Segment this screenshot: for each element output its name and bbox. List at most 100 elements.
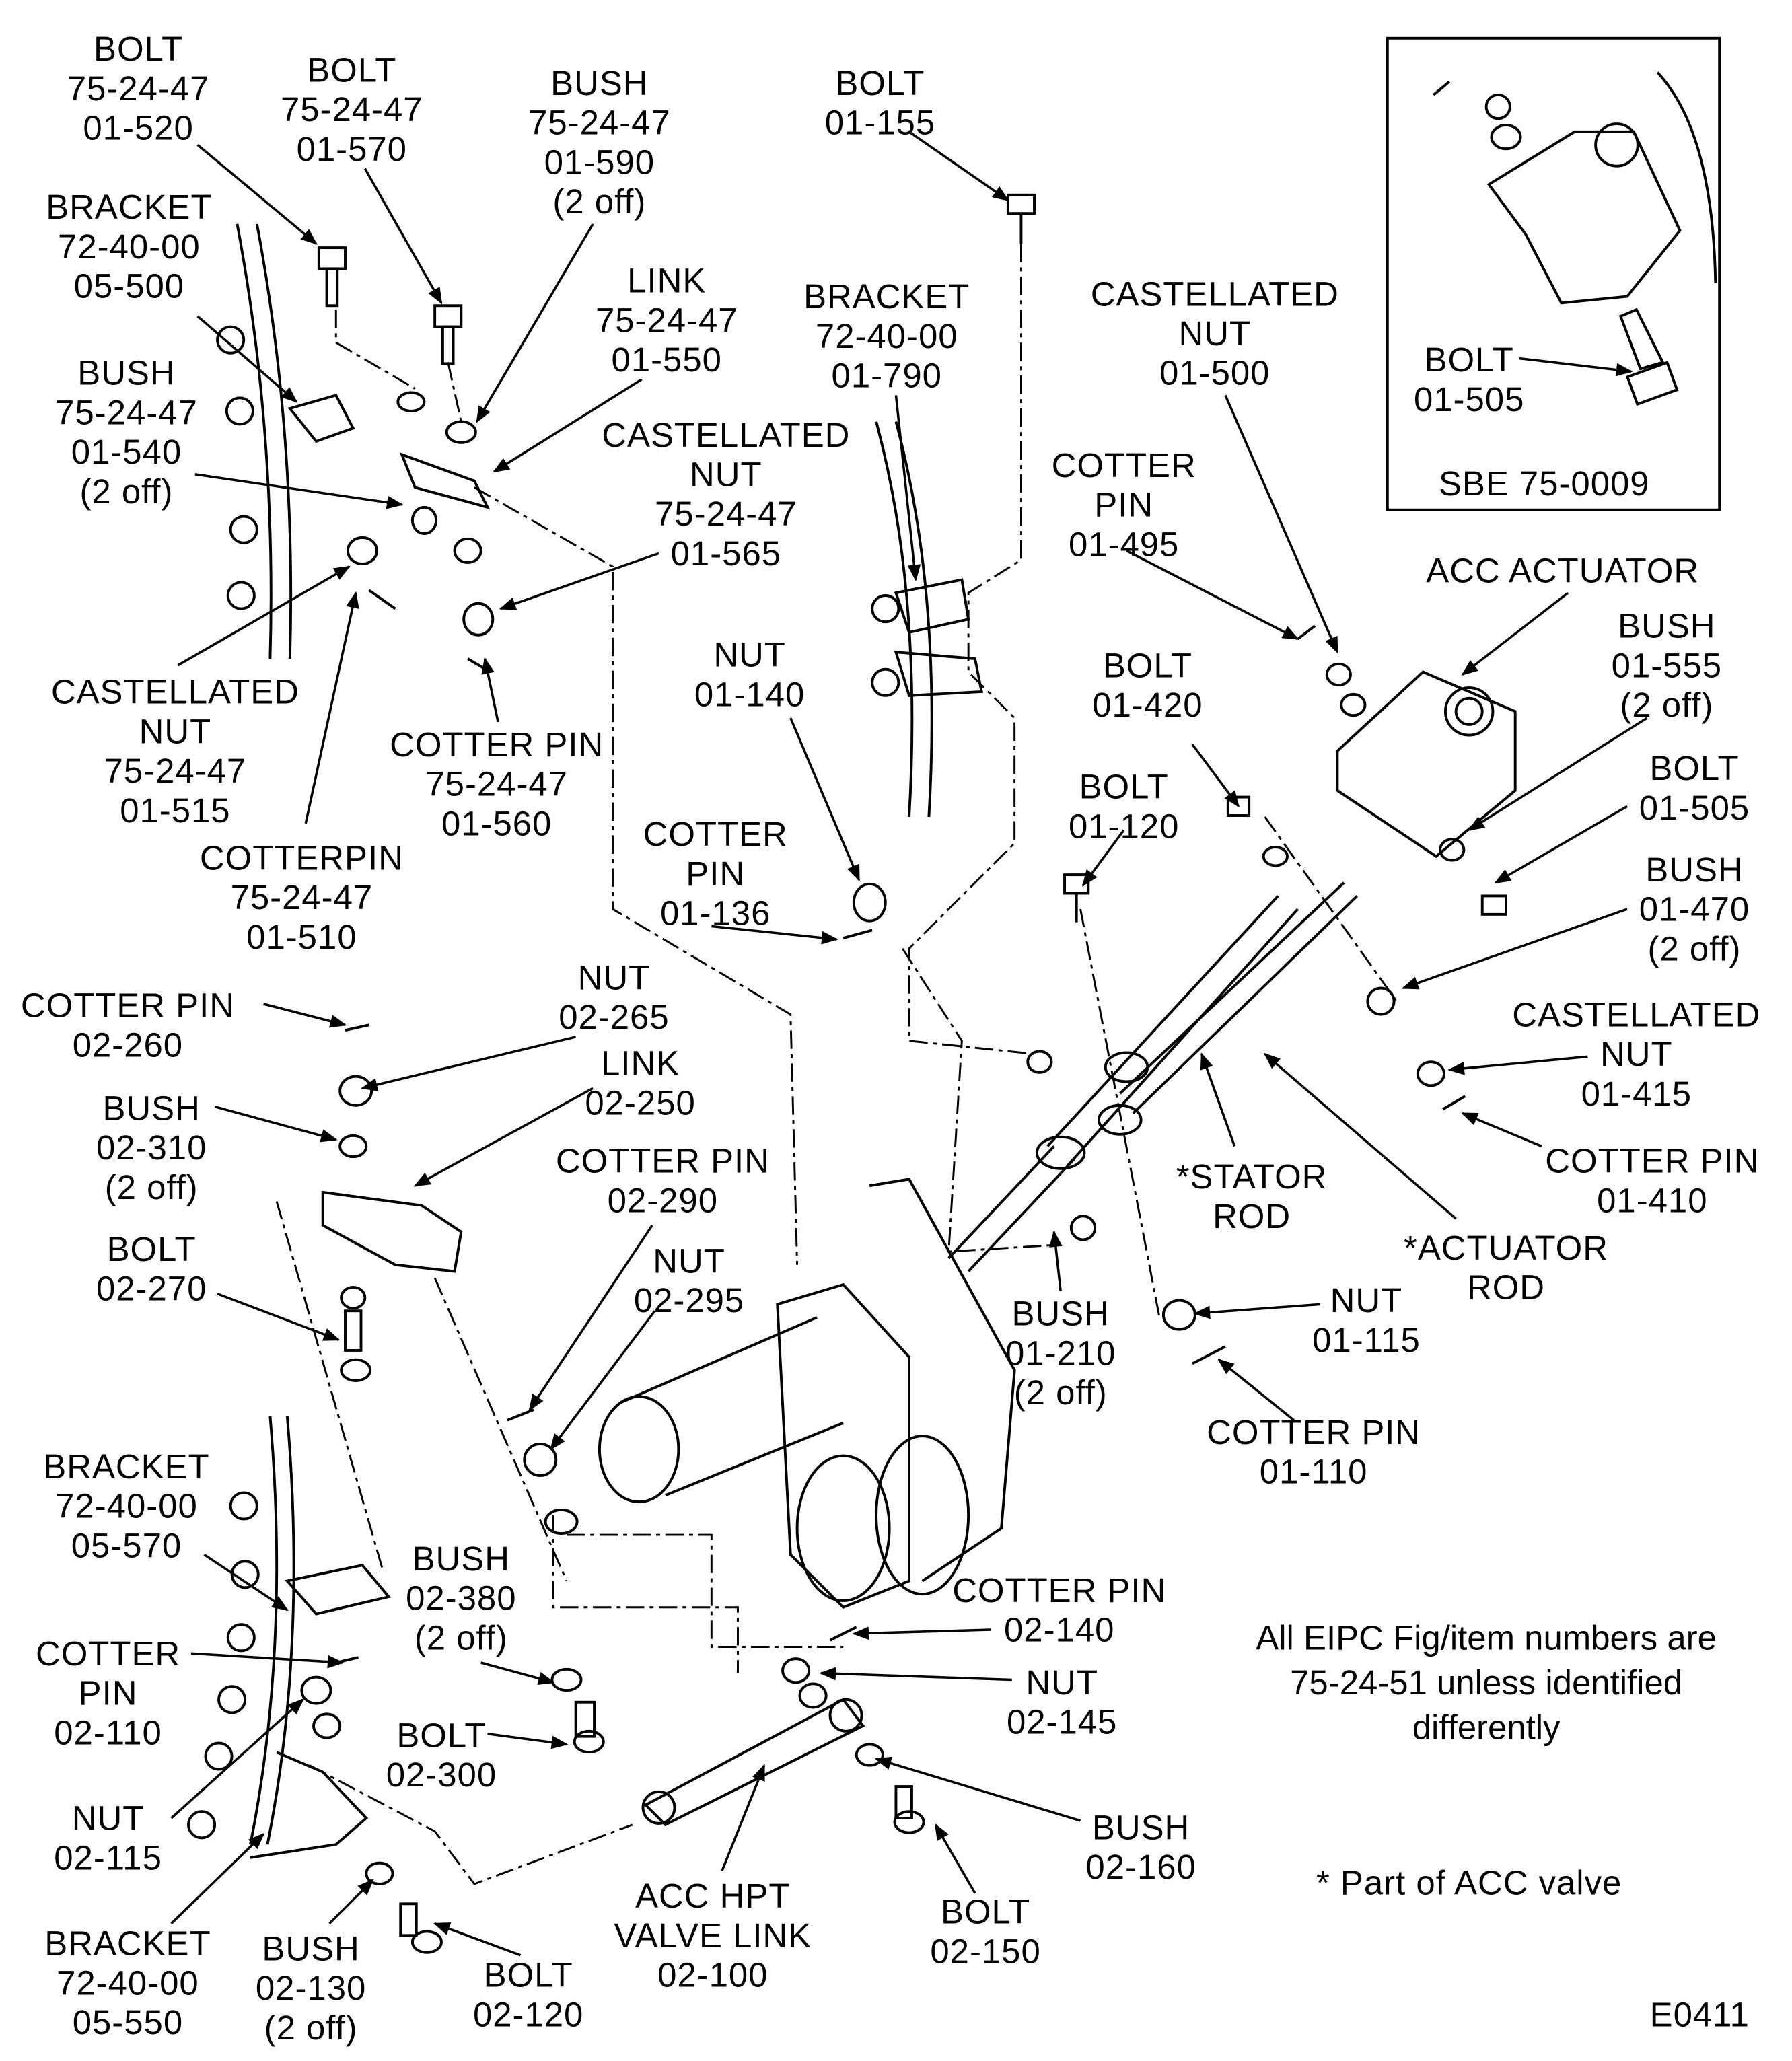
callout-line: COTTER PIN — [1207, 1412, 1421, 1452]
inset-sbe-75-0009 — [1386, 36, 1721, 511]
callout-line: PIN — [1094, 484, 1154, 525]
actuator-rod — [1118, 881, 1359, 1114]
callout-line: BUSH — [262, 1928, 360, 1969]
callout-line: BOLT — [106, 1229, 196, 1269]
callout-line: NUT — [690, 454, 762, 495]
link-02-250 — [321, 1190, 463, 1273]
callout-line: BOLT — [307, 50, 397, 90]
callout-line: COTTER PIN — [555, 1141, 770, 1181]
callout-line: NUT — [577, 957, 651, 998]
callout-line: 01-570 — [296, 129, 407, 169]
callout-line: 72-40-00 — [815, 316, 958, 356]
callout-line: 75-24-47 — [655, 494, 797, 534]
engine-frame-lower-left — [249, 1416, 279, 1845]
callout-line: LINK — [627, 260, 707, 301]
callout-line: 01-470 — [1639, 889, 1750, 929]
callout-line: 02-290 — [607, 1180, 719, 1221]
callout-line: 72-40-00 — [58, 226, 201, 266]
callout-line: 02-295 — [633, 1280, 745, 1320]
callout-line: BUSH — [1091, 1807, 1190, 1848]
callout-line: 72-40-00 — [55, 1486, 198, 1526]
callout-line: COTTER — [35, 1633, 181, 1673]
callout-line: *ACTUATOR — [1404, 1227, 1608, 1268]
callout-line: (2 off) — [414, 1618, 508, 1658]
inset-caption: SBE 75-0009 — [1438, 464, 1650, 503]
callout-line: NUT — [139, 711, 212, 752]
callout-line: NUT — [713, 635, 786, 675]
callout-line: LINK — [601, 1043, 680, 1083]
callout-line: (2 off) — [552, 182, 647, 221]
callout-line: 05-500 — [73, 266, 185, 306]
label-line: 01-505 — [1413, 379, 1525, 419]
callout-line: NUT — [1178, 314, 1252, 353]
assembly-center-lines — [275, 244, 1398, 1885]
callout-line: 01-555 — [1611, 645, 1723, 686]
callout-line: NUT — [71, 1798, 145, 1838]
callout-line: 01-120 — [1068, 806, 1180, 846]
callout-line: BRACKET — [43, 1446, 210, 1486]
callout-line: COTTER PIN — [952, 1570, 1167, 1610]
callout-line: VALVE LINK — [614, 1915, 812, 1955]
callout-line: BUSH — [102, 1088, 201, 1128]
callout-line: (2 off) — [1647, 929, 1742, 969]
callout-line: 02-160 — [1085, 1847, 1196, 1887]
bracket-05-500 — [287, 394, 355, 443]
callout-line: COTTER PIN — [20, 985, 235, 1025]
callout-line: 02-130 — [255, 1968, 367, 2008]
callout-line: 01-515 — [120, 790, 231, 830]
callout-line: (2 off) — [1013, 1373, 1108, 1412]
callout-line: BRACKET — [46, 187, 213, 227]
callout-line: COTTER — [643, 814, 788, 854]
callout-line: 01-210 — [1005, 1333, 1116, 1373]
duct-opening — [598, 1395, 680, 1504]
callout-line: (2 off) — [79, 471, 174, 511]
engine-frame-upper-center — [875, 421, 914, 818]
link-01-550 — [399, 452, 491, 509]
callout-line: 05-570 — [71, 1525, 182, 1566]
callout-line: 75-24-47 — [528, 102, 671, 143]
acc-actuator — [1336, 670, 1517, 859]
callout-line: BOLT — [941, 1891, 1031, 1932]
callout-line: *STATOR — [1176, 1157, 1328, 1196]
callout-line: 75-24-47 — [230, 877, 373, 917]
callout-line: 01-590 — [544, 142, 655, 182]
callout-line: 01-140 — [694, 674, 805, 715]
callout-line: BUSH — [77, 353, 176, 393]
callout-line: NUT — [1600, 1034, 1673, 1074]
eipc-note: All EIPC Fig/item numbers are 75-24-51 u… — [1256, 1616, 1717, 1750]
inset-label-bolt-01-505: BOLT 01-505 — [1414, 340, 1524, 419]
callout-line: NUT — [1026, 1662, 1098, 1702]
callout-line: BOLT — [835, 63, 925, 103]
callout-line: 02-145 — [1006, 1702, 1118, 1742]
callout-line: ACC HPT — [635, 1876, 791, 1916]
callout-line: NUT — [1330, 1280, 1403, 1320]
parts — [187, 193, 1517, 1954]
callout-line: BUSH — [1011, 1293, 1110, 1334]
callout-line: 01-155 — [824, 102, 936, 143]
